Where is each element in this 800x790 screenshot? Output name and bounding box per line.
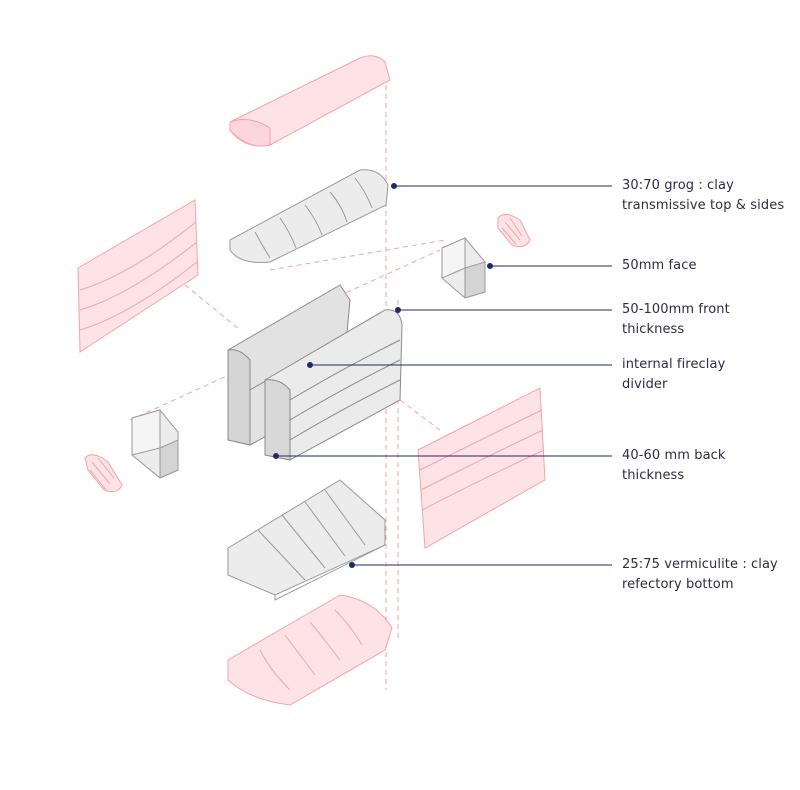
label-grog-clay-line1: 30:70 grog : clay (622, 178, 734, 193)
right-end-ring-pink (497, 214, 531, 248)
label-fireclay-divider: internal fireclay divider (622, 355, 725, 395)
label-back-thickness-line2: thickness (622, 468, 685, 483)
label-vermiculite-clay-line2: refectory bottom (622, 577, 734, 592)
label-vermiculite-clay: 25:75 vermiculite : clay refectory botto… (622, 555, 778, 595)
label-grog-clay: 30:70 grog : clay transmissive top & sid… (622, 176, 784, 216)
label-vermiculite-clay-line1: 25:75 vermiculite : clay (622, 557, 778, 572)
right-side-panel-pink (417, 387, 546, 549)
face-block-lower (131, 409, 179, 479)
label-fireclay-divider-line2: divider (622, 377, 668, 392)
label-grog-clay-line2: transmissive top & sides (622, 198, 785, 213)
label-back-thickness: 40-60 mm back thickness (622, 446, 726, 486)
label-front-thickness-line2: thickness (622, 322, 685, 337)
leader-lines (273, 183, 612, 568)
top-cap-pink (229, 55, 391, 147)
label-50mm-face: 50mm face (622, 256, 697, 276)
main-block-front (264, 309, 403, 461)
label-front-thickness: 50-100mm front thickness (622, 300, 730, 340)
label-front-thickness-line1: 50-100mm front (622, 302, 730, 317)
label-back-thickness-line1: 40-60 mm back (622, 448, 726, 463)
face-block-upper (441, 237, 486, 299)
left-side-panel-pink (77, 199, 199, 353)
top-module-grey (229, 169, 389, 263)
label-fireclay-divider-line1: internal fireclay (622, 357, 726, 372)
bottom-module-grey (227, 479, 386, 601)
bottom-cradle-pink (227, 594, 393, 706)
label-50mm-face-line1: 50mm face (622, 258, 697, 273)
left-end-ring-pink (84, 454, 123, 493)
